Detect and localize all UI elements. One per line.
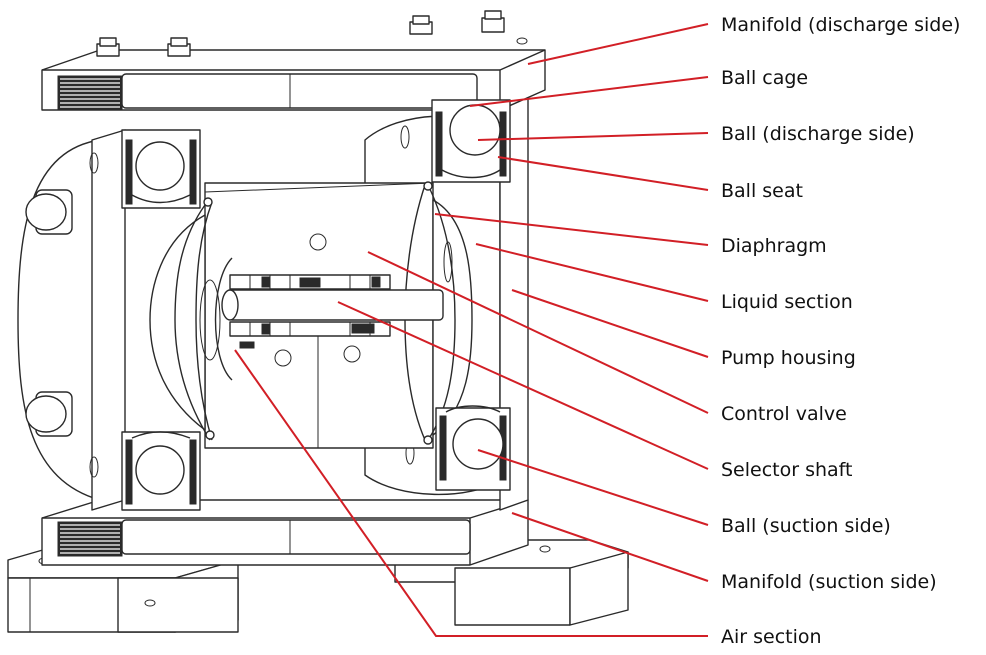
manifold-discharge-side — [41, 10, 546, 111]
manifold-suction-side — [41, 499, 529, 566]
leader-ball-discharge — [477, 132, 709, 141]
label-air-section: Air section — [721, 626, 822, 648]
label-liquid-section: Liquid section — [721, 291, 853, 313]
leader-lines — [234, 23, 709, 637]
label-ball-cage: Ball cage — [721, 67, 808, 89]
leader-diaphragm — [434, 213, 709, 246]
labels: Manifold (discharge side) Ball cage Ball… — [721, 14, 960, 648]
leader-ball-seat — [497, 156, 709, 191]
label-selector-shaft: Selector shaft — [721, 459, 852, 481]
valve-top-right — [431, 99, 511, 183]
label-ball-seat: Ball seat — [721, 180, 803, 202]
valve-bottom-right — [435, 405, 511, 491]
left-bolt-upper — [25, 189, 73, 235]
label-pump-housing: Pump housing — [721, 347, 856, 369]
selector-shaft-assembly — [221, 274, 444, 349]
valve-bottom-left — [121, 431, 201, 511]
label-ball-suction: Ball (suction side) — [721, 515, 891, 537]
leader-manifold-discharge — [527, 23, 709, 65]
valve-top-left — [121, 129, 201, 209]
top-nuts — [96, 10, 505, 57]
leader-liquid-section — [475, 243, 709, 302]
leader-air-section — [234, 349, 708, 637]
label-manifold-discharge: Manifold (discharge side) — [721, 14, 960, 36]
leader-ball-suction — [477, 449, 709, 526]
label-control-valve: Control valve — [721, 403, 847, 425]
leader-selector-shaft — [337, 301, 709, 470]
leader-control-valve — [367, 251, 709, 414]
leader-pump-housing — [511, 289, 709, 358]
left-bolt-lower — [25, 391, 73, 437]
left-housing-plate — [17, 129, 126, 511]
label-manifold-suction: Manifold (suction side) — [721, 571, 937, 593]
leader-manifold-suction — [511, 512, 709, 582]
leader-ball-cage — [469, 76, 709, 107]
left-diaphragm-chamber — [149, 197, 233, 441]
label-diaphragm: Diaphragm — [721, 235, 827, 257]
label-ball-discharge: Ball (discharge side) — [721, 123, 915, 145]
